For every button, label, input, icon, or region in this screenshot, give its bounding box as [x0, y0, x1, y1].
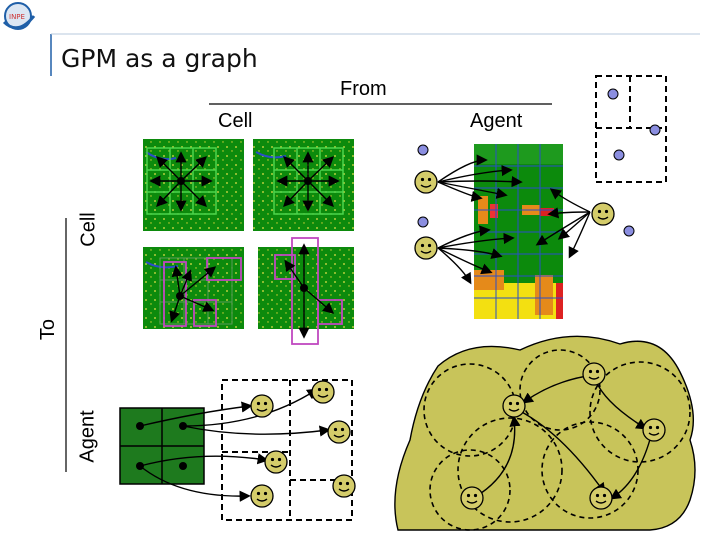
token-dot-icon: [613, 149, 625, 161]
smiley-agent-icon: [582, 362, 606, 386]
smiley-agent-icon: [414, 170, 438, 194]
cell-to-agent-panel: [119, 379, 356, 521]
agent-to-cell-panel: [414, 144, 635, 319]
smiley-agent-icon: [250, 394, 274, 418]
from-label: From: [340, 78, 387, 100]
smiley-agent-icon: [591, 202, 615, 226]
agent-group-legend: [595, 75, 667, 183]
token-dot-icon: [417, 216, 429, 228]
smiley-agent-icon: [327, 420, 351, 444]
cell-to-cell-panel: [143, 139, 354, 345]
column-agent-label: Agent: [470, 110, 523, 132]
row-agent-label: Agent: [76, 410, 99, 463]
smiley-agent-icon: [642, 418, 666, 442]
smiley-agent-icon: [589, 486, 613, 510]
token-dot-icon: [649, 124, 661, 136]
agent-to-agent-panel: [394, 335, 696, 531]
smiley-agent-icon: [332, 474, 356, 498]
smiley-agent-icon: [311, 380, 335, 404]
smiley-agent-icon: [502, 394, 526, 418]
smiley-agent-icon: [264, 450, 288, 474]
smiley-agent-icon: [250, 484, 274, 508]
svg-text:INPE: INPE: [9, 13, 25, 21]
row-cell-label: Cell: [77, 212, 100, 247]
column-cell-label: Cell: [218, 110, 253, 132]
logo-icon: INPE: [2, 2, 36, 30]
smiley-agent-icon: [414, 236, 438, 260]
page-title: GPM as a graph: [61, 44, 258, 73]
token-dot-icon: [623, 225, 635, 237]
to-label: To: [37, 318, 60, 341]
token-dot-icon: [607, 88, 619, 100]
smiley-agent-icon: [460, 486, 484, 510]
token-dot-icon: [417, 144, 429, 156]
